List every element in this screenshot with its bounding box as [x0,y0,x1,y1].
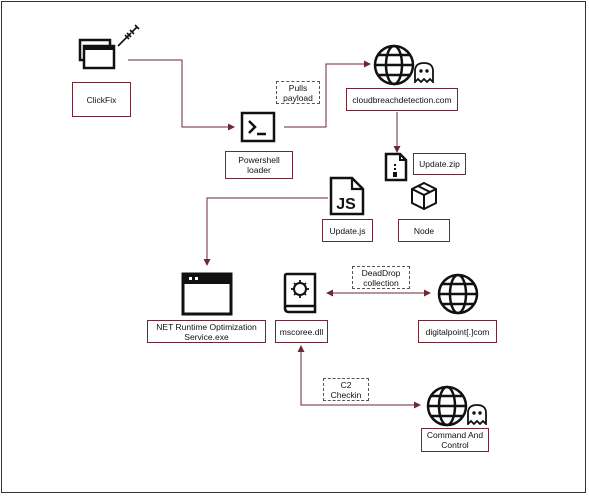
c2-label: Command And Control [426,430,484,450]
terminal-icon [240,111,276,143]
powershell-box: Powershell loader [225,151,293,179]
update-js-label: Update.js [329,225,366,236]
mscoree-label: mscoree.dll [279,326,324,337]
domain-label: cloudbreachdetection.com [352,94,452,105]
update-zip-label: Update.zip [419,159,460,169]
pulls-payload-label: Pulls payload [283,82,313,103]
syringe-icon [117,24,140,47]
digitalpoint-label: digitalpoint[.]com [425,326,490,337]
mscoree-box: mscoree.dll [275,320,328,343]
update-zip-box: Update.zip [413,153,466,175]
net-runtime-label: NET Runtime Optimization Service.exe [156,321,257,342]
clickfix-label: ClickFix [86,94,117,105]
zip-file-icon [384,152,408,182]
edge-clickfix-to-powershell [128,59,235,131]
c2-checkin-tag: C2 Checkin [323,378,369,401]
globe-icon [373,44,415,86]
pulls-payload-tag: Pulls payload [276,81,320,104]
app-window-icon [181,272,233,316]
deaddrop-tag: DeadDrop collection [352,266,410,289]
deaddrop-label: DeadDrop collection [361,267,401,288]
package-icon [411,181,437,211]
globe-icon [426,385,468,427]
edge-powershell-to-domain [284,60,371,128]
domain-box: cloudbreachdetection.com [346,88,458,111]
powershell-label: Powershell loader [238,155,280,175]
virus-book-icon [283,272,317,314]
update-js-box: Update.js [322,219,373,242]
globe-icon [437,273,479,315]
js-icon-text: JS [336,196,356,213]
c2-checkin-label: C2 Checkin [330,379,362,400]
node-label: Node [413,225,435,236]
clickfix-box: ClickFix [72,82,131,117]
browser-windows-icon [78,38,116,70]
edge-mscoree-c2 [297,345,421,409]
ghost-icon [467,404,487,425]
ghost-icon [414,62,434,83]
edge-updatejs-to-netruntime [203,197,328,266]
c2-box: Command And Control [421,428,489,452]
js-file-icon: JS [329,176,365,216]
digitalpoint-box: digitalpoint[.]com [418,320,497,343]
node-box: Node [398,219,450,242]
net-runtime-box: NET Runtime Optimization Service.exe [147,320,266,343]
